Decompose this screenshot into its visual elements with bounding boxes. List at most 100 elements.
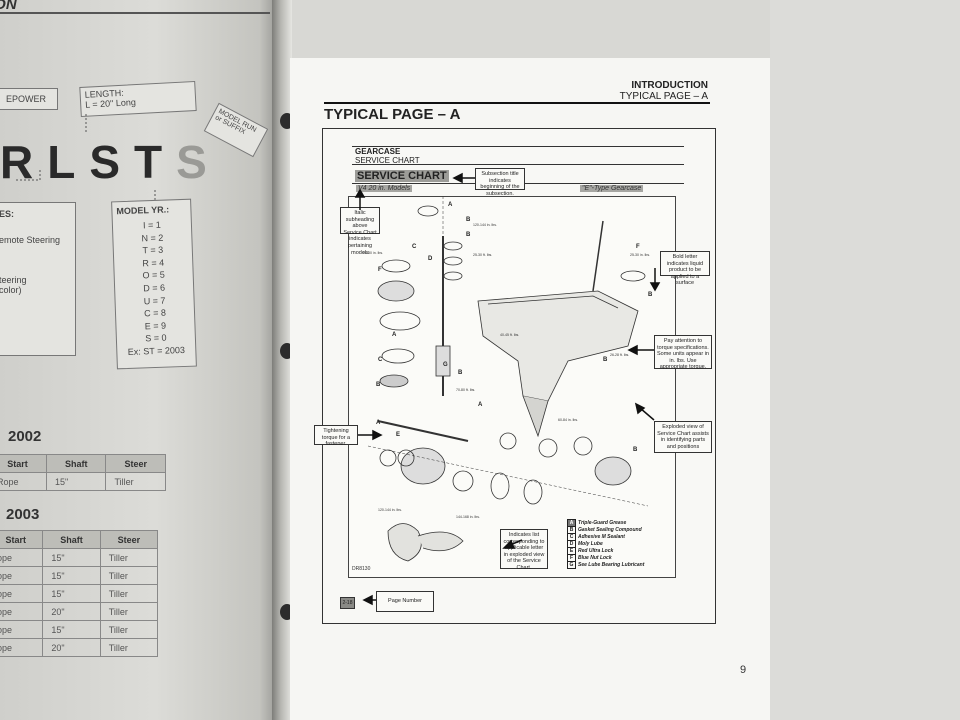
table-cell: Rope — [0, 472, 47, 491]
year-2003-heading: 2003 — [6, 506, 40, 523]
table-header: Shaft — [42, 530, 101, 549]
gearcase-exploded-drawing: ABB CDF ACB GBF BBA EAB 120-144 in. lbs.… — [363, 196, 653, 562]
svg-text:A: A — [448, 202, 453, 208]
sample-rule — [352, 164, 684, 165]
table-cell: ope — [0, 602, 44, 621]
svg-text:144-168 in. lbs.: 144-168 in. lbs. — [456, 515, 480, 519]
svg-text:120-144 in. lbs.: 120-144 in. lbs. — [378, 508, 402, 512]
legend-row: G See Lube Bearing Lubricant — [567, 560, 673, 569]
svg-text:25-30 ft. lbs.: 25-30 ft. lbs. — [473, 253, 492, 257]
svg-text:60-84 in. lbs.: 60-84 in. lbs. — [558, 418, 578, 422]
sample-service-chart-title: SERVICE CHART — [355, 170, 449, 182]
features-line: color) — [0, 285, 22, 295]
svg-text:A: A — [478, 402, 483, 408]
svg-text:A: A — [376, 420, 381, 426]
legend-key: G — [567, 560, 576, 569]
page-title: TYPICAL PAGE – A — [324, 106, 461, 123]
callout-bold-letter: Bold letter indicates liquid product to … — [660, 251, 710, 286]
features-line: teering — [0, 275, 27, 285]
callout-indicates-list: Indicates list corresponding to applicab… — [500, 529, 548, 571]
model-letter: S — [176, 136, 221, 188]
lubricant-legend: A Triple-Guard Grease B Gasket Sealing C… — [567, 518, 673, 569]
features-box: ES: emote Steering teering color) — [0, 202, 76, 356]
model-letter: L — [47, 136, 90, 188]
table-cell: ope — [0, 584, 44, 603]
table-row: ope 15" Tiller — [0, 620, 159, 639]
model-year-box: MODEL YR.: I = 1 N = 2 T = 3 R = 4 O = 5… — [111, 198, 197, 370]
svg-text:C: C — [412, 244, 417, 250]
table-row: ope 20" Tiller — [0, 602, 159, 621]
table-2002: Start Shaft Steer Rope 15" Tiller — [0, 454, 166, 491]
table-surface — [770, 0, 960, 720]
table-cell: 15" — [42, 548, 101, 567]
exploded-view-box — [348, 196, 676, 578]
model-code-letters: RLSTS — [0, 135, 221, 189]
table-cell: 20" — [42, 602, 101, 621]
table-2003: Start Shaft Steer ope 15" Tiller ope 15"… — [0, 530, 159, 657]
svg-text:70-80 ft. lbs.: 70-80 ft. lbs. — [456, 388, 475, 392]
legend-row: D Moly Lube — [567, 539, 673, 548]
legend-row: C Adhesive M Sealant — [567, 532, 673, 541]
sample-page-number-chip: 2-18 — [340, 597, 355, 609]
page-number: 9 — [740, 664, 747, 676]
horsepower-box-label: EPOWER — [5, 94, 46, 104]
svg-text:B: B — [376, 382, 381, 388]
features-line: emote Steering — [0, 235, 61, 245]
table-header: Shaft — [45, 454, 107, 473]
legend-row: E Red Ultra Lock — [567, 546, 673, 555]
left-page-header-rule — [0, 12, 270, 14]
svg-text:B: B — [466, 217, 471, 223]
table-cell: Tiller — [99, 638, 159, 657]
table-cell: Tiller — [99, 602, 159, 621]
table-cell: ope — [0, 566, 44, 585]
svg-text:B: B — [466, 232, 471, 238]
table-cell: ope — [0, 638, 44, 657]
legend-row: B Gasket Sealing Compound — [567, 525, 673, 534]
svg-text:B: B — [603, 357, 608, 363]
legend-label: Gasket Sealing Compound — [578, 526, 642, 533]
legend-label: Triple-Guard Grease — [578, 519, 627, 526]
svg-text:B: B — [648, 292, 653, 298]
callout-exploded: Exploded view of Service Chart assists i… — [654, 421, 712, 453]
table-cell: 15" — [45, 472, 107, 491]
svg-text:F: F — [378, 267, 382, 273]
section-header: INTRODUCTION — [631, 80, 708, 91]
table-row: ope 15" Tiller — [0, 548, 159, 567]
sample-models-subheading: V4 20 in. Models — [356, 185, 413, 192]
table-cell: ope — [0, 548, 44, 567]
subsection-header: TYPICAL PAGE – A — [619, 91, 708, 102]
model-letter: R — [0, 136, 48, 188]
callout-page-number: Page Number — [376, 591, 434, 612]
table-row: Rope 15" Tiller — [0, 472, 166, 491]
svg-text:B: B — [458, 370, 463, 376]
table-header: Start — [0, 530, 44, 549]
table-cell: Tiller — [99, 584, 159, 603]
book-binding — [272, 0, 292, 720]
model-letter: T — [134, 136, 177, 188]
svg-text:D: D — [428, 256, 433, 262]
sample-subsection-small: SERVICE CHART — [355, 156, 420, 165]
legend-row: F Blue Nut Lock — [567, 553, 673, 562]
callout-torque-spec: Pay attention to torque specifications. … — [654, 335, 712, 370]
callout-italic: Italic subheading above Service Chart in… — [340, 207, 380, 256]
sample-gearcase-type: "E"-Type Gearcase — [580, 185, 644, 192]
svg-text:B: B — [633, 447, 638, 453]
legend-label: See Lube Bearing Lubricant — [578, 561, 645, 568]
legend-label: Moly Lube — [578, 540, 603, 547]
legend-label: Blue Nut Lock — [578, 554, 612, 561]
callout-tightening: Tightening torque for a fastener. — [314, 425, 358, 447]
features-line — [0, 265, 71, 275]
table-header: Steer — [99, 530, 159, 549]
table-header: Steer — [105, 454, 166, 473]
left-page: ION EPOWER LENGTH: L = 20" Long MODEL RU… — [0, 0, 282, 720]
callout-arrows — [354, 172, 661, 606]
legend-label: Adhesive M Sealant — [578, 533, 625, 540]
svg-text:G: G — [443, 362, 448, 368]
features-box-title: ES: — [0, 209, 15, 219]
left-page-header: ION — [0, 0, 17, 13]
table-cell: 15" — [42, 566, 101, 585]
table-cell: Tiller — [105, 472, 166, 491]
legend-row: A Triple-Guard Grease — [567, 518, 673, 527]
model-letter: S — [89, 136, 135, 188]
